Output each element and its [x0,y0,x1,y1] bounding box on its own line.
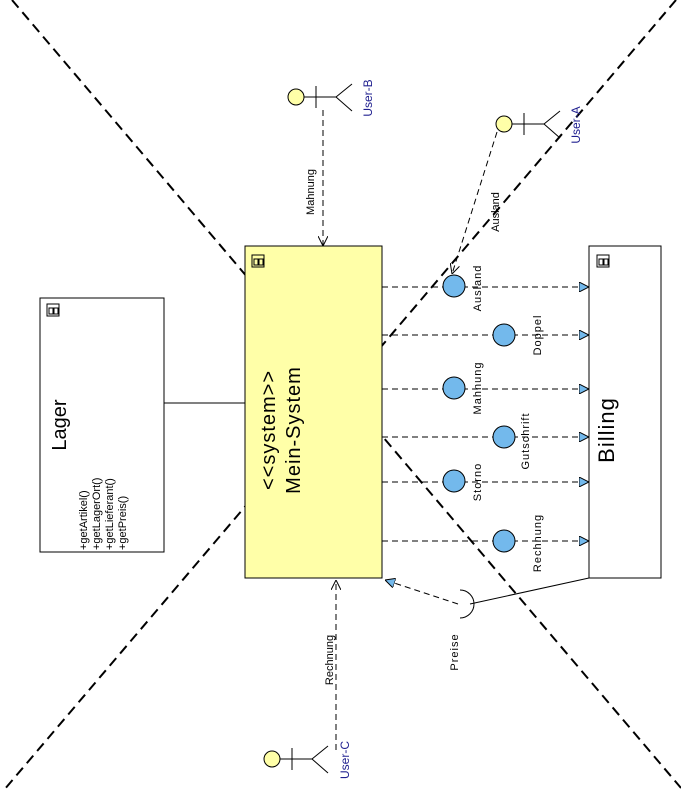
actor-link-label: Rechnung [324,635,336,685]
billing-component[interactable]: Billing [588,245,662,579]
preise-label: Preise [449,633,461,670]
system-stereotype: <<system>> [258,370,280,490]
component-icon [596,254,610,268]
actor-user-a[interactable]: User-A Ausland [452,106,583,274]
interface-label: Doppel [532,315,544,356]
interface-storno[interactable]: Storno [442,463,484,501]
actor-link-label: Mahnung [305,169,317,215]
interface-label: Mahnung [472,362,484,415]
interface-mahnung[interactable]: Mahnung [442,362,484,415]
component-icon [251,254,265,268]
interface-label: Storno [472,463,484,501]
lager-op: +getArtikel() [78,490,90,550]
actor-head [263,750,281,768]
interface-ausland[interactable]: Ausland [442,265,484,312]
interface-links [382,287,589,541]
interface-gutschrift[interactable]: Gutschrift [492,412,532,470]
interface-rechnung[interactable]: Rechnung [492,514,544,572]
interface-preise[interactable]: Preise [385,577,590,671]
component-icon [46,303,60,317]
actor-name: User-B [361,79,375,116]
actor-name: User-C [338,741,352,779]
lager-component[interactable]: Lager +getArtikel() +getLagerOrt() +getL… [39,297,165,553]
system-component[interactable]: <<system>> Mein-System [244,245,383,579]
lager-op: +getLieferant() [104,478,116,550]
actor-head [495,115,513,133]
lager-op: +getLagerOrt() [91,478,103,550]
actor-user-b[interactable]: User-B Mahnung [287,79,375,246]
actor-name: User-A [569,106,583,143]
system-name: Mein-System [283,366,305,494]
interface-label: Gutschrift [520,412,532,469]
interface-label: Rechnung [532,514,544,572]
actor-head [287,88,305,106]
interface-label: Ausland [472,265,484,312]
lager-title: Lager [49,399,71,450]
actor-user-c[interactable]: User-C Rechnung [263,580,352,779]
lager-op: +getPreis() [117,496,129,550]
actor-link-label: Ausland [490,192,502,232]
interface-doppel[interactable]: Doppel [492,315,544,356]
billing-name: Billing [594,397,619,463]
lager-ops: +getArtikel() +getLagerOrt() +getLiefera… [78,478,129,550]
